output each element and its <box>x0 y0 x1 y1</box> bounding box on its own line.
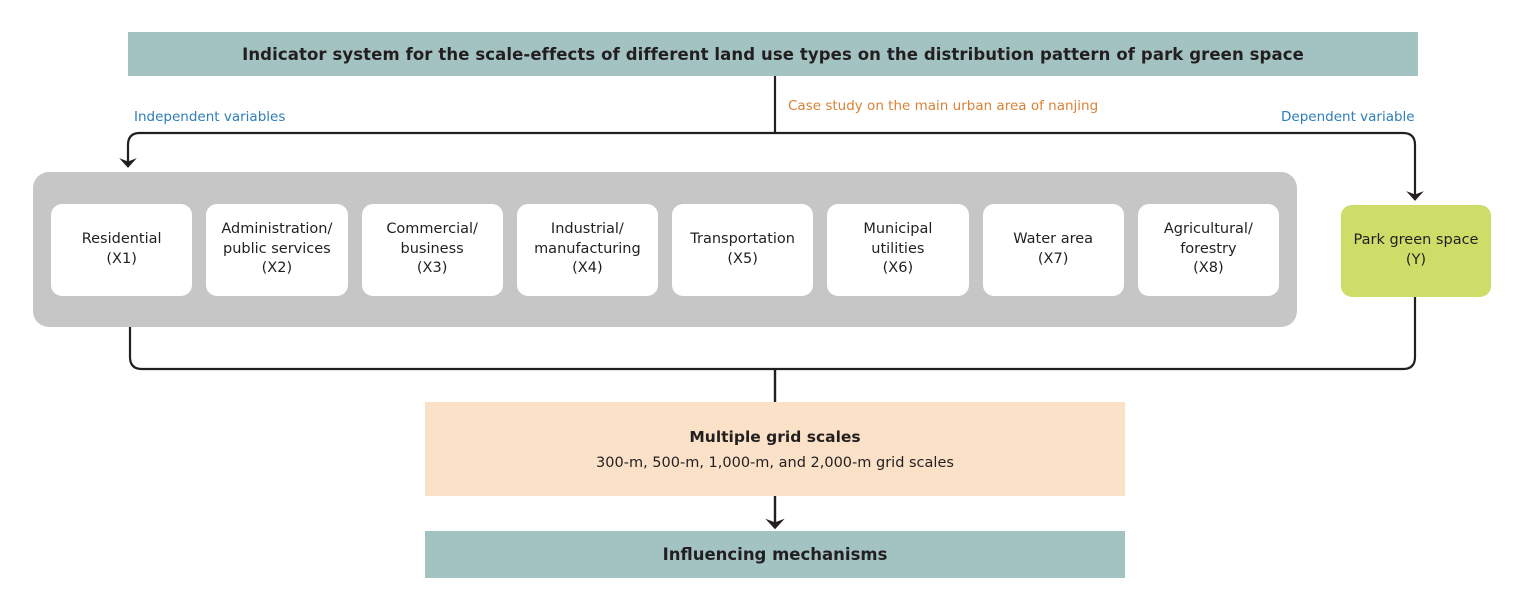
grid-scales-detail: 300-m, 500-m, 1,000-m, and 2,000-m grid … <box>596 454 954 471</box>
land-use-code: (X7) <box>1037 250 1069 267</box>
dependent-variable-code: (Y) <box>1405 252 1427 268</box>
caption-dependent-variable: Dependent variable <box>1281 109 1415 125</box>
caption-independent-variables: Independent variables <box>134 109 286 125</box>
outcome-bar: Influencing mechanisms <box>425 531 1125 578</box>
land-use-box-x5: Transportation (X5) <box>672 203 814 296</box>
dependent-variable-name: Park green space <box>1353 232 1479 249</box>
edge-rail-to-independent <box>119 131 775 168</box>
land-use-name: Water area <box>1013 230 1094 247</box>
land-use-name: Commercial/business <box>386 221 478 257</box>
land-use-name: Residential <box>81 230 162 247</box>
land-use-box-x7: Water area (X7) <box>982 203 1124 296</box>
land-use-code: (X2) <box>261 260 293 277</box>
land-use-name: Transportation <box>690 230 795 247</box>
edge-independent-to-grid <box>128 327 775 371</box>
land-use-code: (X8) <box>1193 260 1224 277</box>
independent-variables-list: Residential (X1) Administration/public s… <box>33 172 1297 327</box>
caption-case-study: Case study on the main urban area of nan… <box>788 98 1099 114</box>
land-use-box-x1: Residential (X1) <box>51 203 193 296</box>
land-use-name: Agricultural/forestry <box>1163 221 1253 257</box>
land-use-code: (X4) <box>572 260 603 277</box>
land-use-name: Industrial/manufacturing <box>534 221 641 257</box>
land-use-box-x8: Agricultural/forestry (X8) <box>1137 203 1279 296</box>
land-use-code: (X3) <box>416 260 448 277</box>
grid-scales-box: Multiple grid scales 300-m, 500-m, 1,000… <box>425 402 1125 496</box>
land-use-box-x2: Administration/public services (X2) <box>206 203 348 296</box>
dependent-variable-box: Park green space (Y) <box>1341 205 1491 297</box>
land-use-code: (X6) <box>882 260 914 277</box>
land-use-code: (X1) <box>106 250 137 267</box>
land-use-box-x3: Commercial/business (X3) <box>361 203 503 296</box>
land-use-box-x4: Industrial/manufacturing (X4) <box>516 203 658 296</box>
land-use-name: Administration/public services <box>221 221 333 257</box>
land-use-code: (X5) <box>727 250 758 267</box>
page-title: Indicator system for the scale-effects o… <box>128 32 1418 76</box>
grid-scales-heading: Multiple grid scales <box>689 427 861 446</box>
